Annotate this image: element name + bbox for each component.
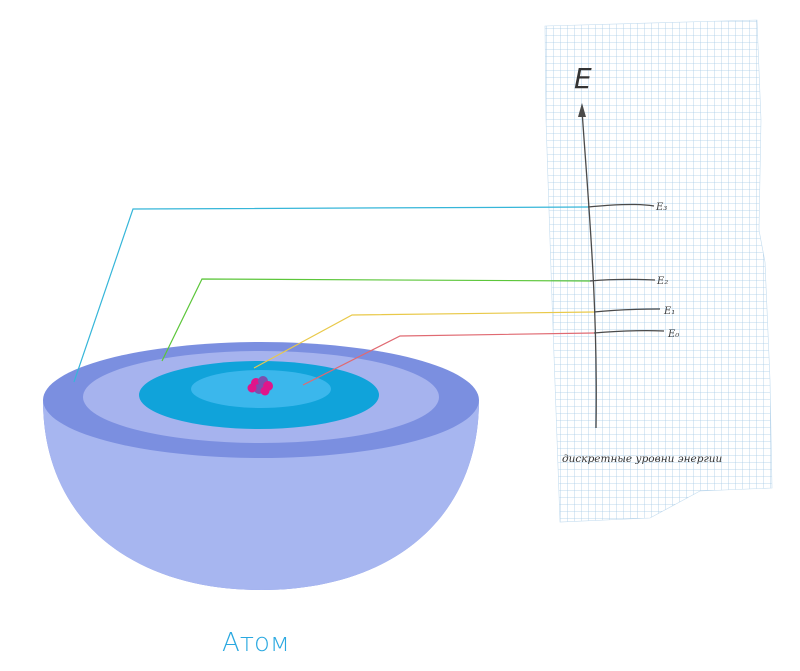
energy-level-label-e1: E₁ bbox=[663, 306, 675, 317]
level-connectors bbox=[73, 206, 595, 386]
energy-level-label-e2: E₂ bbox=[656, 276, 668, 287]
atom-hemisphere bbox=[43, 342, 479, 590]
energy-level-label-e0: E₀ bbox=[667, 329, 679, 340]
graph-paper-sheet bbox=[544, 19, 773, 523]
connector-e1 bbox=[253, 311, 595, 369]
connector-e0 bbox=[302, 332, 595, 386]
energy-levels-caption: дискретные уровни энергии bbox=[562, 453, 723, 465]
atom-bowl-lower bbox=[43, 400, 479, 590]
energy-axis-symbol: E bbox=[574, 62, 592, 95]
atom-title: Атом bbox=[222, 628, 290, 658]
connector-e2 bbox=[161, 278, 591, 362]
atom-nucleus bbox=[247, 376, 273, 396]
energy-level-ticks bbox=[587, 203, 665, 334]
energy-axis: E bbox=[574, 62, 597, 429]
connector-e3 bbox=[73, 206, 589, 383]
energy-level-label-e3: E₃ bbox=[655, 202, 667, 213]
